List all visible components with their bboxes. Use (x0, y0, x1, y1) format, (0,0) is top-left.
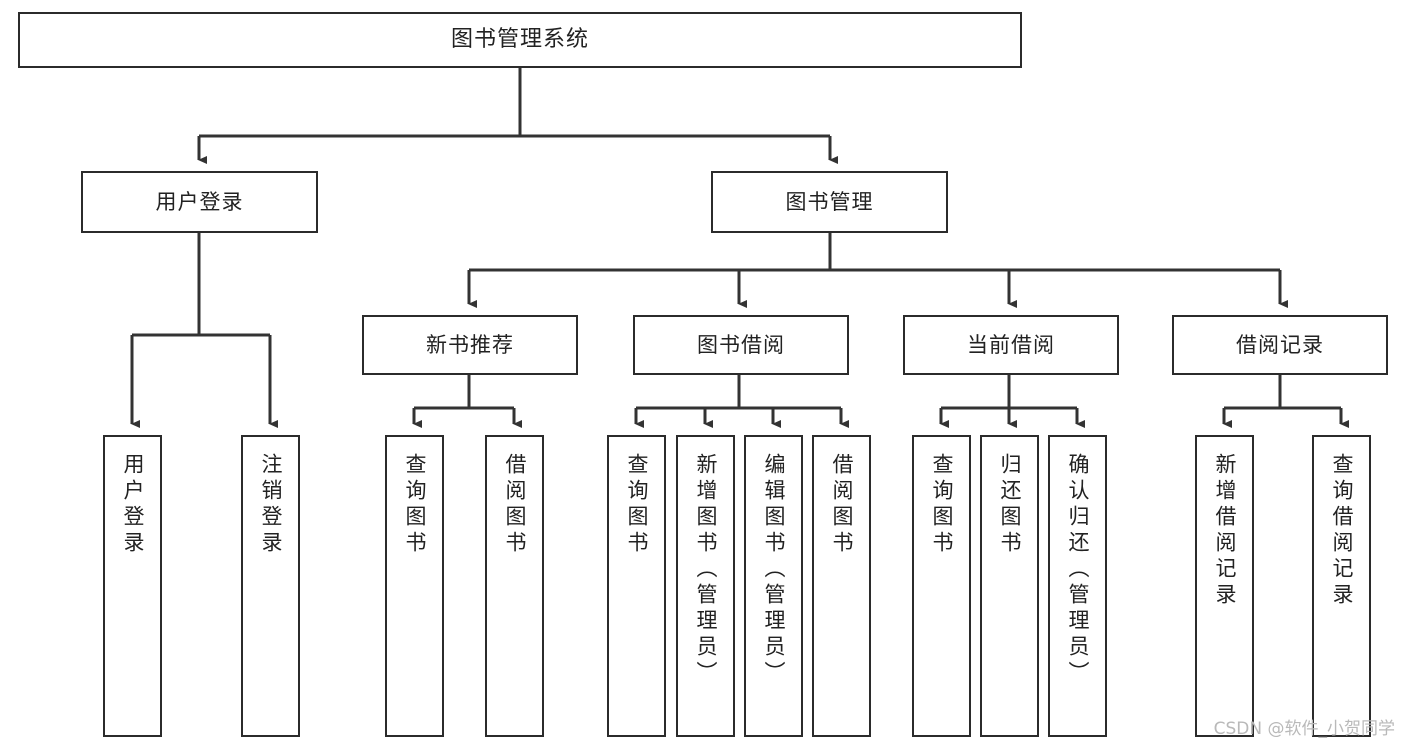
node-root-book-management-system[interactable]: 图书管理系统 (18, 12, 1022, 68)
node-label: 图书借阅 (697, 332, 785, 357)
leaf-add-borrow-record[interactable]: 新增借阅记录 (1195, 435, 1254, 737)
watermark: CSDN @软件_小贺同学 (1213, 719, 1395, 739)
node-label: 借阅图书 (830, 453, 854, 557)
node-label: 当前借阅 (967, 332, 1055, 357)
node-label: 新增借阅记录 (1213, 453, 1237, 609)
node-label: 用户登录 (155, 189, 244, 214)
node-current-borrow[interactable]: 当前借阅 (903, 315, 1119, 375)
leaf-confirm-return-admin[interactable]: 确认归还（管理员） (1048, 435, 1107, 737)
node-new-book-recommend[interactable]: 新书推荐 (362, 315, 578, 375)
node-borrow-record[interactable]: 借阅记录 (1172, 315, 1388, 375)
leaf-borrow-book-recommend[interactable]: 借阅图书 (485, 435, 544, 737)
leaf-add-book-admin[interactable]: 新增图书（管理员） (676, 435, 735, 737)
node-label: 查询借阅记录 (1330, 453, 1354, 609)
leaf-user-login[interactable]: 用户登录 (103, 435, 162, 737)
node-label: 新增图书（管理员） (694, 453, 718, 687)
node-label: 注销登录 (259, 453, 283, 557)
leaf-borrow-book[interactable]: 借阅图书 (812, 435, 871, 737)
leaf-query-book-borrow[interactable]: 查询图书 (607, 435, 666, 737)
leaf-logout-login[interactable]: 注销登录 (241, 435, 300, 737)
node-label: 用户登录 (121, 453, 145, 557)
node-book-management[interactable]: 图书管理 (711, 171, 948, 233)
node-label: 编辑图书（管理员） (762, 453, 786, 687)
leaf-query-borrow-record[interactable]: 查询借阅记录 (1312, 435, 1371, 737)
node-label: 查询图书 (930, 453, 954, 557)
node-user-login[interactable]: 用户登录 (81, 171, 318, 233)
node-label: 新书推荐 (426, 332, 514, 357)
node-label: 图书管理系统 (450, 27, 589, 53)
leaf-return-book[interactable]: 归还图书 (980, 435, 1039, 737)
node-label: 查询图书 (625, 453, 649, 557)
leaf-edit-book-admin[interactable]: 编辑图书（管理员） (744, 435, 803, 737)
leaf-query-book-recommend[interactable]: 查询图书 (385, 435, 444, 737)
node-label: 图书管理 (785, 189, 874, 214)
node-label: 归还图书 (998, 453, 1022, 557)
node-label: 借阅图书 (503, 453, 527, 557)
node-label: 确认归还（管理员） (1066, 453, 1090, 687)
node-label: 借阅记录 (1236, 332, 1324, 357)
node-book-borrow[interactable]: 图书借阅 (633, 315, 849, 375)
node-label: 查询图书 (403, 453, 427, 557)
leaf-query-book-current[interactable]: 查询图书 (912, 435, 971, 737)
